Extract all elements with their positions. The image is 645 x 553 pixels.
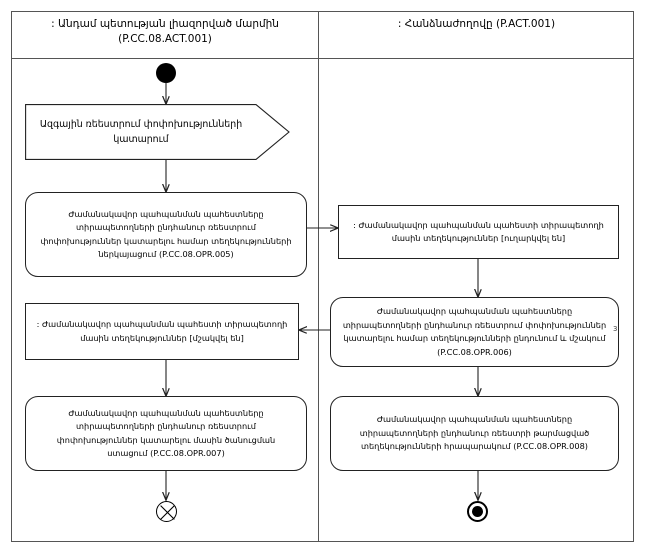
flow-final-node[interactable] — [156, 501, 177, 522]
swimlane-header-left-line2: (P.CC.08.ACT.001) — [118, 33, 212, 45]
action-opr006[interactable]: Ժամանակավոր պահպանման պահեստները տիրապետ… — [330, 297, 619, 367]
swimlane-header-left-line1: : Անդամ պետության լիազորված մարմին — [51, 18, 279, 30]
swimlane-header-left: : Անդամ պետության լիազորված մարմին (P.CC… — [13, 17, 317, 47]
object-node-sent[interactable]: : Ժամանակավոր պահպանման պահեստի տիրապետո… — [338, 205, 619, 259]
action-opr007[interactable]: Ժամանակավոր պահպանման պահեստները տիրապետ… — [25, 396, 307, 471]
action-opr005-label: Ժամանակավոր պահպանման պահեստները տիրապետ… — [40, 208, 292, 260]
swimlane-header-rule — [11, 58, 634, 59]
action-opr008[interactable]: Ժամանակավոր պահպանման պահեստները տիրապետ… — [330, 396, 619, 471]
action-opr006-label: Ժամանակավոր պահպանման պահեստները տիրապետ… — [342, 306, 607, 357]
input-event-node[interactable]: Ազգային ռեեստրում փոփոխությունների կատար… — [25, 104, 290, 160]
input-event-label: Ազգային ռեեստրում փոփոխությունների կատար… — [39, 119, 243, 145]
swimlane-header-right: : Հանձնաժողովը (P.ACT.001) — [320, 17, 633, 32]
object-node-sent-label: : Ժամանակավոր պահպանման պահեստի տիրապետո… — [353, 219, 604, 244]
object-node-processed-label: : Ժամանակավոր պահպանման պահեստի տիրապետո… — [36, 319, 288, 343]
action-opr008-label: Ժամանակավոր պահպանման պահեստները տիրապետ… — [359, 414, 590, 452]
activity-final-node[interactable] — [467, 501, 488, 522]
swimlane-divider — [318, 11, 319, 542]
action-opr006-edge-marker: 3 — [613, 325, 618, 333]
swimlane-header-right-line1: : Հանձնաժողովը (P.ACT.001) — [397, 18, 556, 30]
object-node-processed[interactable]: : Ժամանակավոր պահպանման պահեստի տիրապետո… — [25, 303, 299, 360]
initial-node[interactable] — [156, 63, 176, 83]
action-opr005[interactable]: Ժամանակավոր պահպանման պահեստները տիրապետ… — [25, 192, 307, 277]
action-opr007-label: Ժամանակավոր պահպանման պահեստները տիրապետ… — [56, 407, 276, 459]
swimlane-frame — [11, 11, 634, 542]
